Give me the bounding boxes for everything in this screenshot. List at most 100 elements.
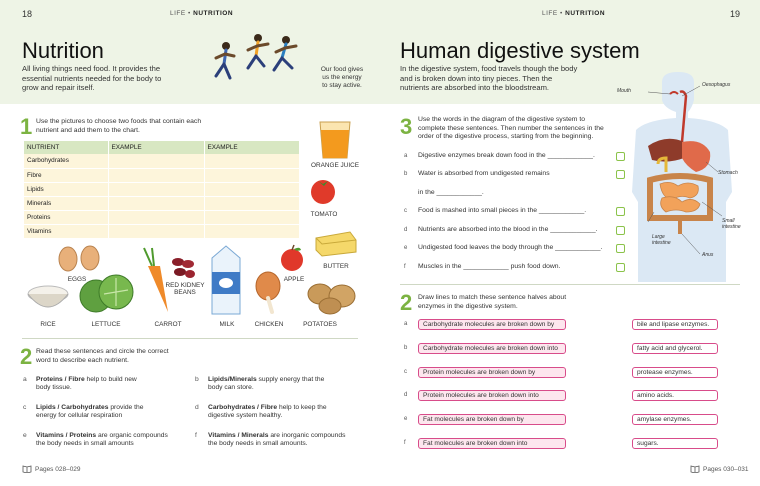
fill-sentence-f[interactable]: Muscles in the ____________ push food do… <box>418 263 561 270</box>
nutrient-sentence-b[interactable]: b Lipids/Minerals supply energy that the… <box>195 376 325 392</box>
label-potatoes: POTATOES <box>303 321 337 328</box>
running-head-left: LIFE • NUTRITION <box>170 10 234 17</box>
label-chicken: CHICKEN <box>254 321 284 328</box>
nutrient-sentence-a[interactable]: a Proteins / Fibre help to build new bod… <box>23 376 137 392</box>
fill-sentence-b-cont[interactable]: in the ____________. <box>418 189 484 196</box>
orange-juice-icon <box>319 121 351 159</box>
page-title-left: Nutrition <box>22 38 104 63</box>
butter-icon <box>315 231 357 257</box>
nutrient-sentence-f[interactable]: f Vitamins / Minerals are inorganic comp… <box>195 432 346 448</box>
intro-left: All living things need food. It provides… <box>22 64 162 93</box>
label-apple: APPLE <box>283 276 305 283</box>
potatoes-icon <box>307 283 356 315</box>
order-box-a[interactable] <box>616 152 625 161</box>
page-reference-right[interactable]: Pages 030–031 <box>703 466 749 473</box>
question-match-text: Draw lines to match these sentence halve… <box>418 294 567 310</box>
match-right-6[interactable]: sugars. <box>632 438 718 449</box>
section-divider-right <box>400 284 740 285</box>
match-left-d[interactable]: Protein molecules are broken down into <box>418 390 566 401</box>
label-eggs: EGGS <box>67 276 87 283</box>
table-row: Lipids <box>24 182 299 197</box>
right-page: LIFE • NUTRITION 19 Human digestive syst… <box>380 0 760 486</box>
label-orange-juice: ORANGE JUICE <box>311 162 359 169</box>
match-left-f[interactable]: Fat molecules are broken down into <box>418 438 566 449</box>
example-cell[interactable] <box>107 196 204 211</box>
match-left-c[interactable]: Protein molecules are broken down by <box>418 367 566 378</box>
page-reference-left[interactable]: Pages 028–029 <box>35 466 81 473</box>
caption-energy: Our food gives us the energy to stay act… <box>320 66 364 89</box>
label-small-intestine: Small intestine <box>722 218 741 230</box>
label-red-kidney-beans: RED KIDNEY BEANS <box>165 282 205 296</box>
table-row: Minerals <box>24 196 299 211</box>
carrot-icon <box>143 247 168 312</box>
question-number-3: 3 <box>400 114 413 139</box>
example-cell[interactable] <box>107 154 204 169</box>
example-cell[interactable] <box>203 210 299 225</box>
digestive-system-diagram <box>632 72 732 282</box>
table-row: Fibre <box>24 168 299 183</box>
tomato-icon <box>311 180 335 204</box>
left-top-band <box>0 0 380 104</box>
match-right-4[interactable]: amino acids. <box>632 390 718 401</box>
fill-sentence-e[interactable]: Undigested food leaves the body through … <box>418 244 603 251</box>
nutrient-sentence-d[interactable]: d Carbohydrates / Fibre help to keep the… <box>195 404 327 420</box>
example-cell[interactable] <box>203 154 299 169</box>
match-right-5[interactable]: amylase enzymes. <box>632 414 718 425</box>
page-title-right: Human digestive system <box>400 38 640 63</box>
chicken-icon <box>255 271 281 314</box>
label-oesophagus: Oesophagus <box>702 82 731 88</box>
table-row: Carbohydrates <box>24 154 299 169</box>
example-cell[interactable] <box>203 224 299 239</box>
table-row: Vitamins <box>24 224 299 239</box>
example-cell[interactable] <box>203 196 299 211</box>
label-tomato: TOMATO <box>310 211 338 218</box>
nutrient-sentence-c[interactable]: c Lipids / Carbohydrates provide the ene… <box>23 404 144 420</box>
milk-icon <box>211 245 241 315</box>
match-right-3[interactable]: protease enzymes. <box>632 367 718 378</box>
col-header-nutrient: NUTRIENT <box>24 141 108 154</box>
book-icon <box>22 465 32 473</box>
label-milk: MILK <box>219 321 235 328</box>
table-row: Proteins <box>24 210 299 225</box>
fill-sentence-c[interactable]: Food is mashed into small pieces in the … <box>418 207 587 214</box>
question-number-2: 2 <box>20 344 33 369</box>
question-3-text: Use the words in the diagram of the dige… <box>418 116 604 141</box>
example-cell[interactable] <box>203 168 299 183</box>
order-box-e[interactable] <box>616 244 625 253</box>
question-1-text: Use the pictures to choose two foods tha… <box>36 118 202 134</box>
match-left-a[interactable]: Carbohydrate molecules are broken down b… <box>418 319 566 330</box>
example-cell[interactable] <box>107 168 204 183</box>
example-cell[interactable] <box>203 182 299 197</box>
rice-icon <box>27 285 69 308</box>
match-left-e[interactable]: Fat molecules are broken down by <box>418 414 566 425</box>
fill-sentence-a[interactable]: Digestive enzymes break down food in the… <box>418 152 595 159</box>
match-right-1[interactable]: bile and lipase enzymes. <box>632 319 718 330</box>
example-cell[interactable] <box>107 210 204 225</box>
fill-sentence-b[interactable]: Water is absorbed from undigested remain… <box>418 170 550 177</box>
question-2-text: Read these sentences and circle the corr… <box>36 348 169 364</box>
red-kidney-beans-icon <box>172 258 195 278</box>
eggs-icon <box>58 245 100 272</box>
table-header-row: NUTRIENT EXAMPLE EXAMPLE <box>24 141 299 154</box>
order-box-f[interactable] <box>616 263 625 272</box>
label-large-intestine: Large intestine <box>652 234 671 246</box>
example-cell[interactable] <box>107 224 204 239</box>
label-stomach: Stomach <box>718 170 738 176</box>
order-box-d[interactable] <box>616 226 625 235</box>
left-page: 18 LIFE • NUTRITION Nutrition All living… <box>0 0 380 473</box>
label-rice: RICE <box>40 321 56 328</box>
section-divider <box>22 338 358 339</box>
match-left-b[interactable]: Carbohydrate molecules are broken down i… <box>418 343 566 354</box>
fill-sentence-d[interactable]: Nutrients are absorbed into the blood in… <box>418 226 598 233</box>
order-box-c[interactable] <box>616 207 625 216</box>
order-box-b[interactable] <box>616 170 625 179</box>
question-number-2-right: 2 <box>400 290 413 315</box>
label-butter: BUTTER <box>323 263 349 270</box>
nutrient-sentence-e[interactable]: e Vitamins / Proteins are organic compou… <box>23 432 168 448</box>
label-mouth: Mouth <box>617 88 631 94</box>
match-right-2[interactable]: fatty acid and glycerol. <box>632 343 718 354</box>
apple-icon <box>281 244 303 271</box>
label-carrot: CARROT <box>154 321 182 328</box>
example-cell[interactable] <box>107 182 204 197</box>
label-anus: Anus <box>702 252 714 258</box>
